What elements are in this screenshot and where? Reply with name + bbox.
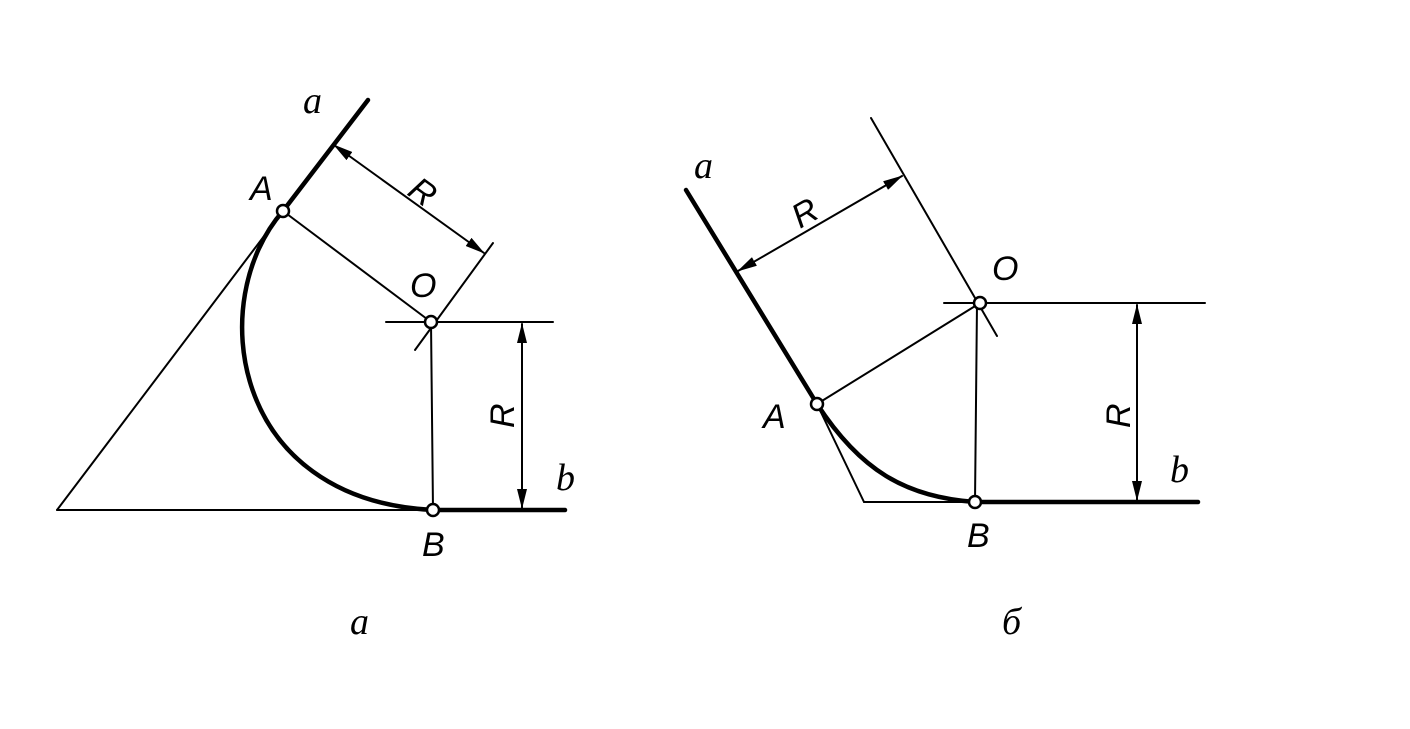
label-line-b: b [1170,449,1189,491]
line-a-extension [816,403,865,503]
label-line-a: a [303,80,322,122]
line-a-extension [56,210,284,511]
label-radius-right: R [1100,403,1138,428]
label-point-O: O [992,250,1018,288]
label-point-B: B [967,517,990,555]
point-A [809,396,825,412]
label-radius-top: R [401,170,443,215]
figure-a: a A O B b R R а [56,80,575,643]
tangent-arc [814,401,978,505]
line-a [683,187,820,407]
point-O [423,314,439,330]
label-radius-right: R [484,403,522,428]
caption-a: а [350,601,369,643]
label-line-a: a [694,145,713,187]
tangent-arc [239,208,436,513]
radius-AO [816,302,981,405]
caption-b: б [1002,601,1023,643]
radius-OB [430,321,434,511]
dimension-R-top [333,144,485,254]
offset-line-a [414,242,494,351]
line-a [280,97,371,214]
label-point-O: O [410,267,436,305]
label-radius-top: R [785,191,825,236]
radius-AO [282,210,432,323]
figure-b: a A O B b R R б [683,117,1206,643]
point-O [972,295,988,311]
label-point-A: A [248,170,273,208]
label-point-A: A [761,398,786,436]
point-B [425,502,441,518]
dimension-R-top [737,175,903,272]
label-line-b: b [556,457,575,499]
point-B [967,494,983,510]
point-A [275,203,291,219]
radius-OB [974,302,978,503]
label-point-B: B [422,526,445,564]
